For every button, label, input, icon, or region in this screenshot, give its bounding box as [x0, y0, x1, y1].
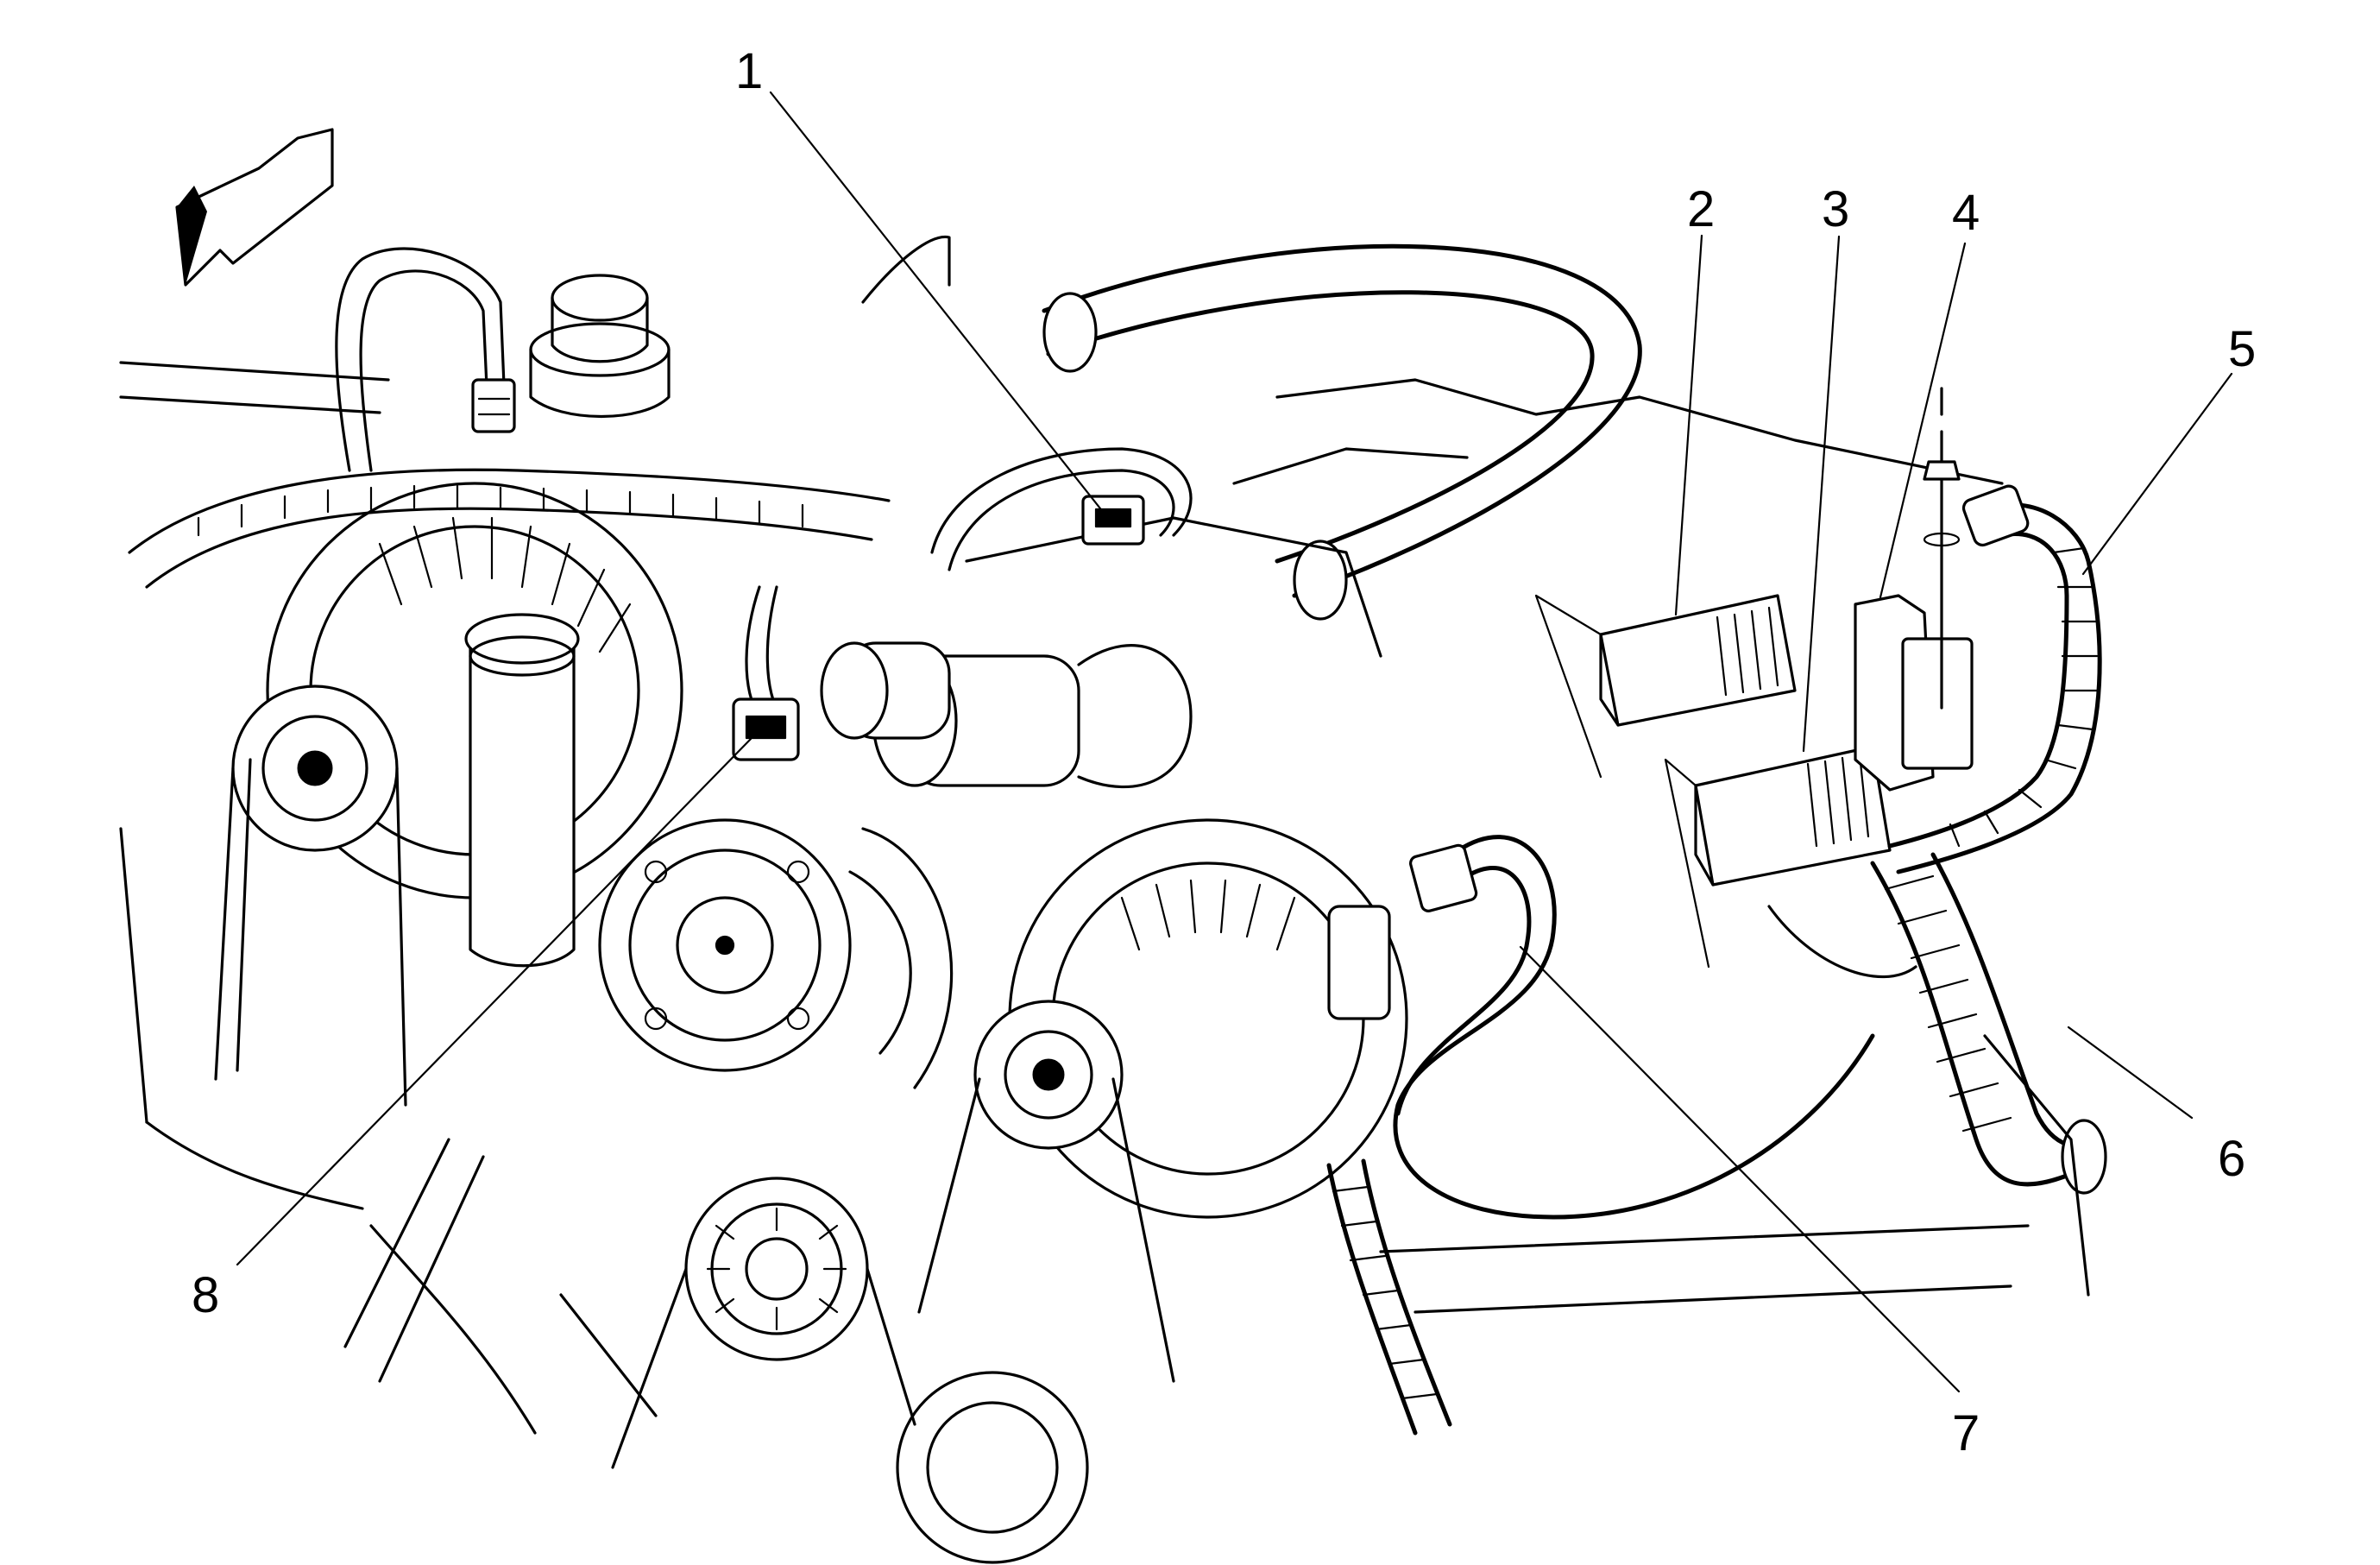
callout-labels: 1 2 3 4 5 6 7 8	[192, 43, 2256, 1461]
leader-line-2	[1674, 234, 1703, 616]
leader-line-7	[1519, 945, 1961, 1393]
leader-line-8	[236, 737, 752, 1266]
leader-line-3	[1802, 235, 1841, 753]
callout-8: 8	[192, 1267, 219, 1323]
callout-4: 4	[1952, 185, 1980, 241]
leader-line-4	[1879, 242, 1967, 599]
callout-6: 6	[2218, 1131, 2245, 1187]
callout-5: 5	[2228, 321, 2256, 377]
leader-line-1	[769, 91, 1115, 527]
callout-3: 3	[1822, 181, 1849, 237]
callout-2: 2	[1687, 181, 1715, 237]
engine-illustration	[119, 235, 2107, 1564]
front-direction-arrow-icon	[175, 128, 334, 287]
callout-1: 1	[735, 43, 763, 99]
callout-7: 7	[1952, 1405, 1980, 1461]
leader-line-5	[2081, 372, 2233, 576]
leader-line-6	[2067, 1025, 2194, 1120]
leader-lines	[236, 91, 2233, 1393]
